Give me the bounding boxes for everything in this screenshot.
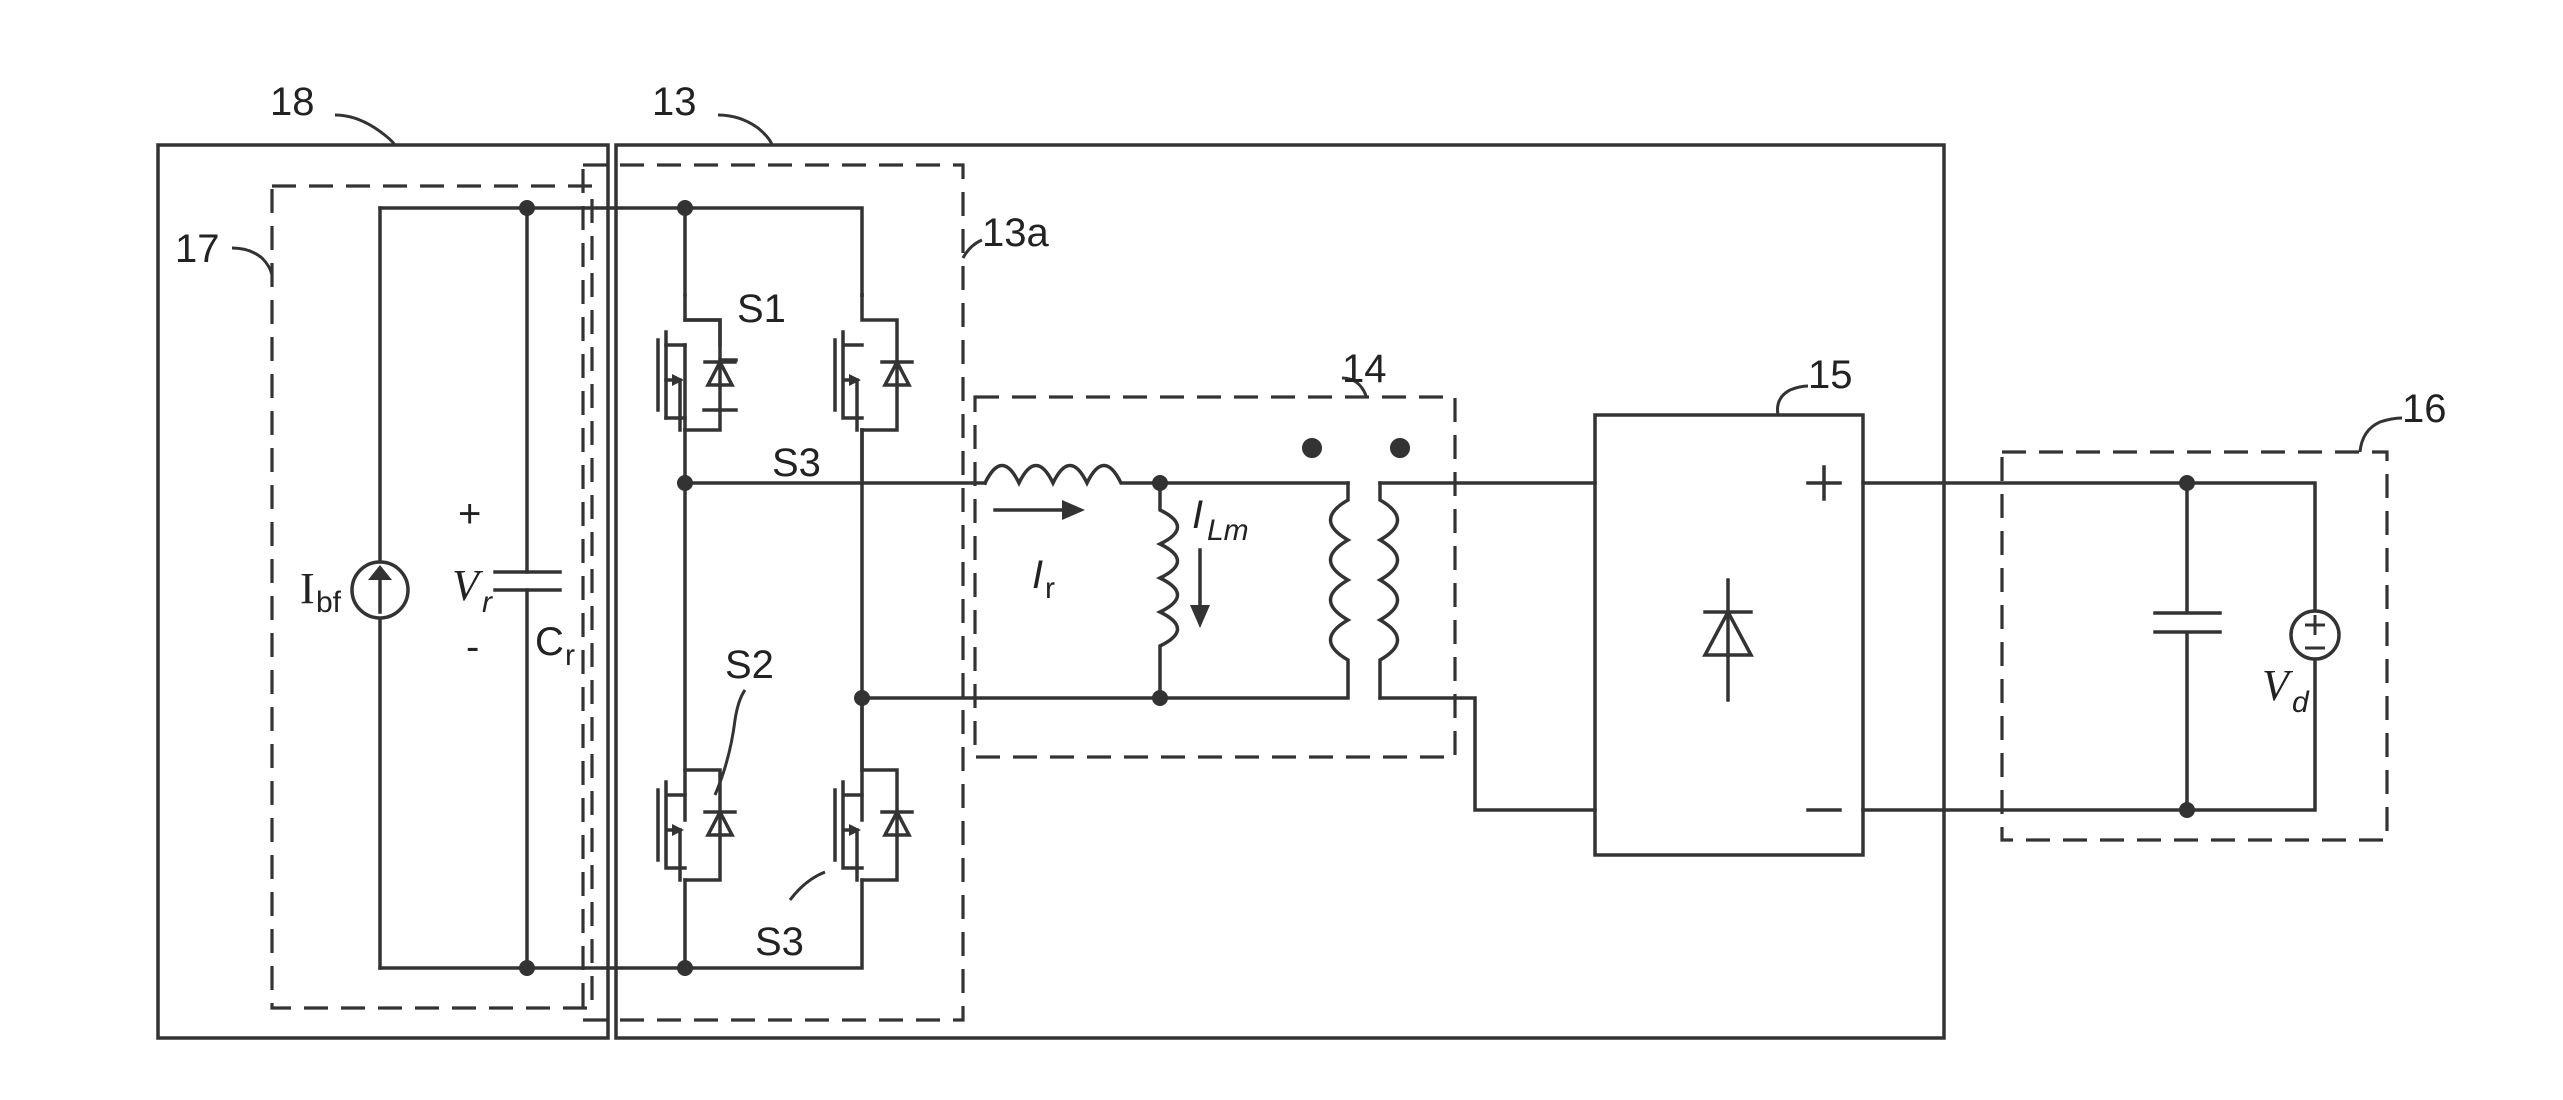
leader-16 bbox=[2360, 418, 2402, 452]
label-ir: I bbox=[1032, 553, 1043, 597]
label-current-source: I bbox=[300, 564, 315, 613]
label-vr: V bbox=[452, 561, 484, 610]
label-13: 13 bbox=[652, 80, 697, 124]
dot-secondary bbox=[1391, 439, 1409, 457]
voltage-source-signs bbox=[2305, 615, 2325, 648]
label-15: 15 bbox=[1808, 353, 1853, 397]
label-ilm-sub: Lm bbox=[1207, 514, 1249, 547]
node-cr-bottom bbox=[520, 961, 534, 975]
node-left-top bbox=[678, 201, 692, 215]
secondary-winding bbox=[1380, 483, 1398, 698]
label-s1: S1 bbox=[737, 287, 786, 331]
leader-15 bbox=[1778, 386, 1809, 415]
switch-s3-top-mosfet bbox=[835, 295, 912, 483]
output-top-wire bbox=[1863, 483, 2315, 610]
label-16: 16 bbox=[2402, 387, 2447, 431]
switch-s3-bottom-mosfet bbox=[835, 770, 912, 880]
switch-s2-mosfet bbox=[658, 770, 735, 880]
rectifier-diode bbox=[1705, 580, 1751, 700]
label-ilm: I bbox=[1192, 493, 1203, 537]
label-cr-sub: r bbox=[565, 639, 575, 672]
switch-s1-mosfet bbox=[658, 295, 736, 430]
label-ir-sub: r bbox=[1045, 572, 1055, 605]
label-s3-top: S3 bbox=[772, 441, 821, 485]
block-16-dashed bbox=[2002, 452, 2387, 840]
label-minus: - bbox=[466, 625, 479, 669]
label-14: 14 bbox=[1342, 347, 1387, 391]
leader-18 bbox=[335, 115, 395, 145]
cr-plates bbox=[495, 572, 560, 590]
label-vd-sub: d bbox=[2292, 686, 2310, 719]
label-s3-bottom: S3 bbox=[755, 920, 804, 964]
node-left-bottom bbox=[678, 961, 692, 975]
secondary-bottom-wire bbox=[1380, 698, 1595, 810]
label-18: 18 bbox=[270, 80, 315, 124]
magnetizing-inductor bbox=[1160, 483, 1178, 698]
label-s2: S2 bbox=[725, 643, 774, 687]
leader-13 bbox=[718, 115, 772, 145]
label-current-source-sub: bf bbox=[316, 586, 342, 619]
label-cr: C bbox=[535, 620, 564, 664]
leader-13a bbox=[963, 240, 982, 258]
ir-arrowhead bbox=[1062, 500, 1085, 520]
block-13-outline bbox=[616, 145, 1944, 1038]
node-cr-top bbox=[520, 201, 534, 215]
leader-s3-bottom bbox=[790, 872, 825, 900]
primary-winding bbox=[1160, 483, 1348, 698]
label-17: 17 bbox=[175, 227, 220, 271]
output-capacitor bbox=[2155, 483, 2220, 810]
dot-primary bbox=[1303, 439, 1321, 457]
current-source-arrowhead bbox=[368, 565, 392, 580]
leader-17 bbox=[232, 248, 272, 275]
label-plus: + bbox=[458, 492, 481, 536]
label-vr-sub: r bbox=[482, 586, 493, 619]
series-inductor bbox=[985, 466, 1160, 484]
output-bottom-wire bbox=[1863, 660, 2315, 810]
label-vd: V bbox=[2262, 661, 2294, 710]
top-rail bbox=[380, 208, 862, 295]
ilm-arrowhead bbox=[1190, 605, 1210, 628]
label-13a: 13a bbox=[982, 211, 1049, 255]
rectifier-plus bbox=[1808, 467, 1840, 499]
